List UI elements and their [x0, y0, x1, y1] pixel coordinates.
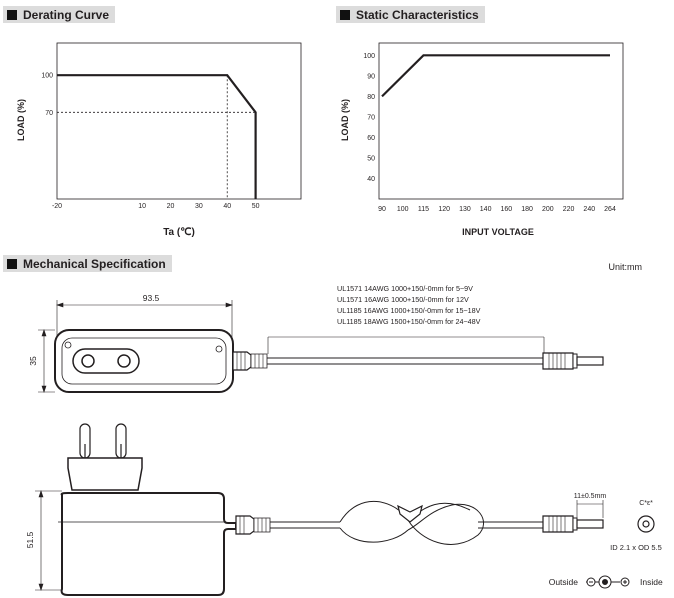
cable-spec-line: UL1571 16AWG 1000+150/-0mm for 12V [337, 295, 469, 304]
polarity-inside-label: Inside [640, 577, 663, 587]
side-height-dimension [35, 490, 62, 591]
section-marker-icon [340, 9, 350, 20]
static-x-tick-label: 240 [583, 206, 595, 213]
section-title: Mechanical Specification [23, 256, 166, 271]
derating-y-tick-label: 100 [41, 73, 53, 80]
side-height-value: 51.5 [25, 531, 35, 548]
static-y-axis-label: LOAD (%) [340, 99, 350, 141]
adapter-side-view [58, 492, 271, 596]
section-marker-icon [7, 258, 17, 269]
unit-label: Unit:mm [609, 262, 643, 272]
static-y-tick-label: 80 [367, 94, 375, 101]
cable-spec-line: UL1185 18AWG 1500+150/-0mm for 24~48V [337, 317, 481, 326]
cable-spec-line: UL1571 14AWG 1000+150/-0mm for 5~9V [337, 284, 473, 293]
static-x-tick-label: 120 [438, 206, 450, 213]
static-x-tick-label: 180 [521, 206, 533, 213]
mechanical-specification-header: Mechanical Specification [3, 255, 172, 272]
derating-x-tick-label: 10 [138, 203, 146, 210]
length-dimension-value: 93.5 [143, 293, 160, 303]
static-y-tick-label: 70 [367, 114, 375, 121]
derating-y-axis-label: LOAD (%) [16, 99, 26, 141]
polarity-outside-label: Outside [549, 577, 579, 587]
section-marker-icon [7, 9, 17, 20]
connector-end-icon [637, 515, 655, 533]
coiled-cable [270, 501, 543, 545]
height-dimension-value: 35 [28, 356, 38, 366]
derating-x-tick-label: 30 [195, 203, 203, 210]
static-y-tick-label: 40 [367, 176, 375, 183]
length-dimension [56, 300, 233, 342]
static-x-tick-label: 160 [501, 206, 513, 213]
section-title: Derating Curve [23, 7, 110, 22]
connector-dims: ID 2.1 x OD 5.5 [610, 543, 662, 552]
derating-x-tick-label: -20 [52, 203, 62, 210]
cable-top-view [267, 336, 604, 370]
static-x-tick-label: 264 [604, 206, 616, 213]
derating-x-tick-label: 40 [223, 203, 231, 210]
derating-curve-line [57, 74, 257, 199]
static-plot-frame [378, 42, 624, 200]
static-x-tick-label: 115 [418, 206, 429, 213]
static-x-tick-label: 90 [378, 206, 386, 213]
static-x-tick-label: 100 [397, 206, 409, 213]
plug-pins [67, 423, 143, 491]
section-title: Static Characteristics [356, 7, 479, 22]
derating-x-tick-label: 50 [252, 203, 260, 210]
static-x-tick-label: 200 [542, 206, 554, 213]
static-y-tick-label: 90 [367, 73, 375, 80]
static-y-tick-label: 100 [363, 53, 375, 60]
cable-spec-line: UL1185 16AWG 1000+150/-0mm for 15~18V [337, 306, 481, 315]
derating-plot-frame [56, 42, 302, 200]
static-x-axis-label: INPUT VOLTAGE [462, 227, 534, 237]
static-x-tick-label: 220 [563, 206, 575, 213]
dc-plug-side [542, 500, 604, 533]
connector-symbol: C*ε* [639, 500, 653, 507]
static-y-tick-label: 50 [367, 155, 375, 162]
polarity-symbol-icon [586, 575, 630, 589]
derating-x-axis-label: Ta (℃) [163, 227, 195, 238]
static-y-tick-label: 60 [367, 135, 375, 142]
derating-curve-header: Derating Curve [3, 6, 116, 23]
derating-x-tick-label: 20 [167, 203, 175, 210]
static-x-tick-label: 130 [459, 206, 471, 213]
adapter-top-view [54, 329, 268, 393]
static-characteristics-header: Static Characteristics [336, 6, 485, 23]
static-characteristics-line [381, 54, 610, 98]
plug-length-value: 11±0.5mm [574, 493, 607, 500]
height-dimension [38, 329, 55, 393]
derating-y-tick-label: 70 [45, 110, 53, 117]
static-x-tick-label: 140 [480, 206, 492, 213]
